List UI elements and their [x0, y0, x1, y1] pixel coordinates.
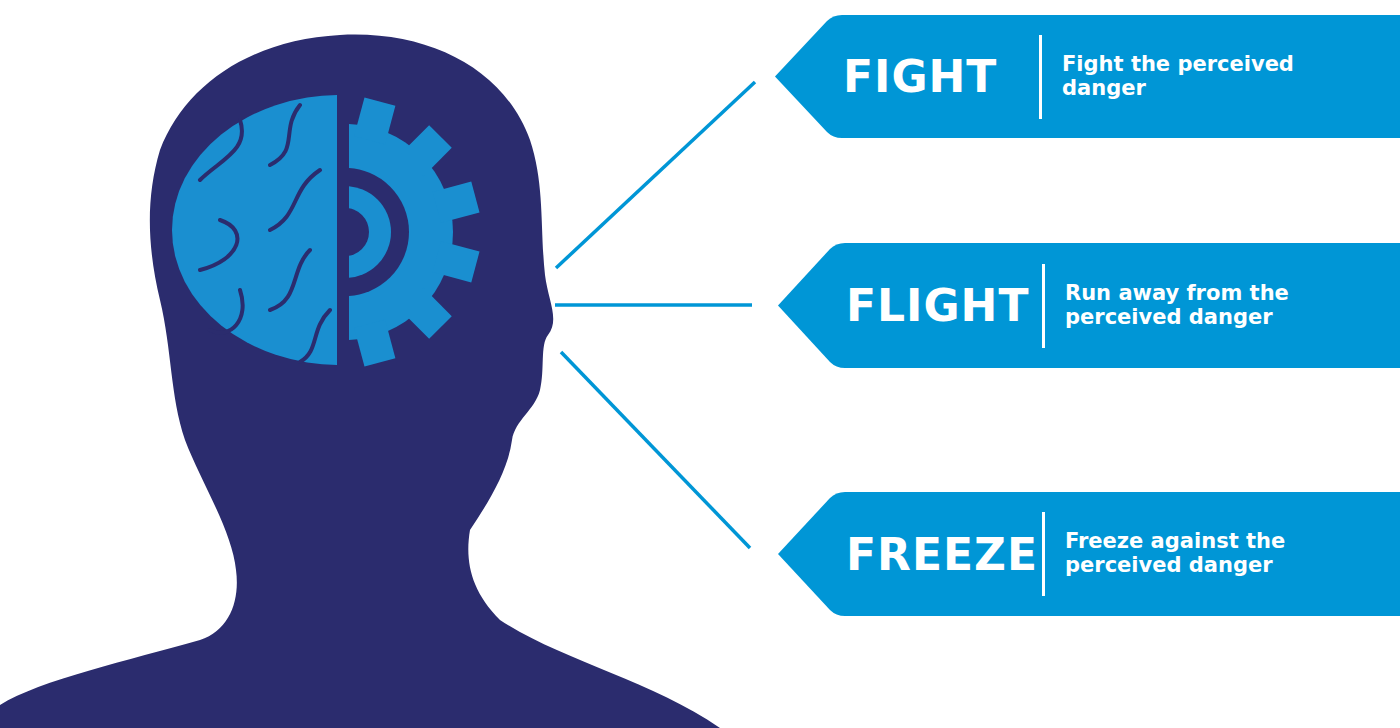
inner-gear [349, 186, 391, 278]
tag-content: FLIGHT Run away from the perceived danger [778, 243, 1400, 368]
tag-box: FREEZE Freeze against the perceived dange… [778, 492, 1400, 616]
gear-tooth [401, 125, 452, 176]
response-description: Fight the perceived danger [1062, 53, 1362, 100]
head-silhouette [0, 35, 720, 728]
gear-tooth [354, 320, 395, 367]
leader-line [555, 303, 752, 307]
inner-gear-hole [349, 208, 369, 256]
divider-line [1039, 35, 1042, 119]
brain-half [172, 95, 337, 365]
gear-tooth [433, 182, 480, 223]
tag-box: FIGHT Fight the perceived danger [775, 15, 1400, 138]
gear-tooth [354, 97, 395, 144]
divider-line [1042, 512, 1045, 596]
leader-line [556, 82, 755, 268]
response-heading: FIGHT [843, 51, 1033, 102]
leader-line [561, 352, 750, 548]
tag-content: FREEZE Freeze against the perceived dange… [778, 492, 1400, 616]
response-description: Run away from the perceived danger [1065, 282, 1365, 329]
brain-fold [200, 105, 330, 362]
gear-tooth [401, 288, 452, 339]
gear-tooth [433, 241, 480, 282]
brain-divider [337, 90, 349, 375]
gear-icon [349, 97, 480, 366]
gear-body [349, 124, 453, 340]
tag-fill [778, 243, 1400, 368]
gear-hole [349, 168, 409, 296]
response-description: Freeze against the perceived danger [1065, 530, 1365, 577]
tag-content: FIGHT Fight the perceived danger [775, 15, 1400, 138]
divider-line [1042, 264, 1045, 348]
tag-fill [775, 15, 1400, 138]
brain-icon [172, 95, 337, 365]
tag-fill [778, 492, 1400, 616]
response-heading: FREEZE [846, 529, 1036, 580]
response-heading: FLIGHT [846, 280, 1036, 331]
tag-box: FLIGHT Run away from the perceived danger [778, 243, 1400, 368]
